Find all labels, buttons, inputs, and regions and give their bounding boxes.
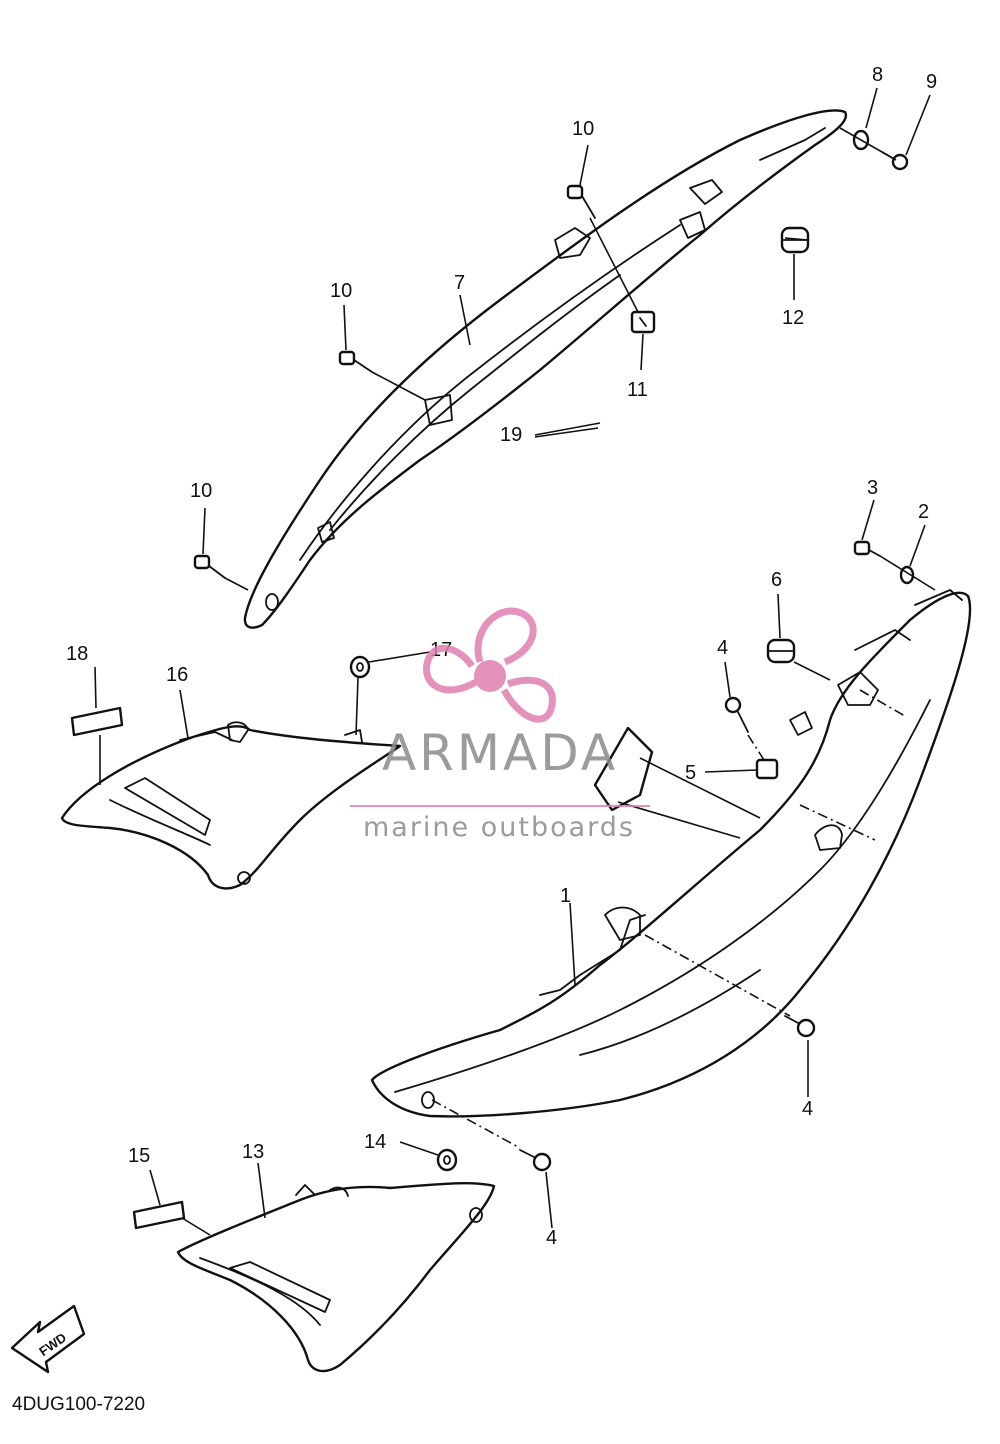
callout-4-lower: 4 bbox=[546, 1227, 557, 1249]
callout-2: 2 bbox=[918, 501, 929, 523]
pad-15[interactable] bbox=[132, 1200, 186, 1230]
callout-9: 9 bbox=[926, 71, 937, 93]
leader-lines bbox=[94, 87, 936, 1236]
bolt-10-middle[interactable] bbox=[338, 350, 373, 373]
callout-8: 8 bbox=[872, 64, 883, 86]
callout-10-middle: 10 bbox=[330, 280, 352, 302]
grommet-14[interactable] bbox=[436, 1148, 458, 1172]
callout-10-top: 10 bbox=[572, 118, 594, 140]
callout-19: 19 bbox=[500, 424, 522, 446]
bolt-4-lower[interactable] bbox=[519, 1149, 552, 1172]
part-1-side-cover[interactable] bbox=[370, 589, 972, 1118]
part-7-tail-rail[interactable] bbox=[243, 109, 848, 629]
part-13-side-panel[interactable] bbox=[176, 1181, 496, 1373]
propeller-logo-icon bbox=[423, 607, 556, 723]
callout-18: 18 bbox=[66, 643, 88, 665]
center-lines bbox=[431, 689, 906, 1149]
callout-4-upper: 4 bbox=[717, 637, 728, 659]
part-16-side-panel[interactable] bbox=[60, 721, 402, 890]
callout-4-right: 4 bbox=[802, 1098, 813, 1120]
callout-6: 6 bbox=[771, 569, 782, 591]
callout-3: 3 bbox=[867, 477, 878, 499]
grommet-17[interactable] bbox=[349, 655, 371, 679]
callout-1: 1 bbox=[560, 885, 571, 907]
callout-10-bottom: 10 bbox=[190, 480, 212, 502]
callout-11: 11 bbox=[627, 379, 648, 401]
callout-7: 7 bbox=[454, 272, 465, 294]
callout-labels: 8 9 10 7 10 12 11 10 3 2 6 4 17 18 16 5 … bbox=[66, 64, 937, 1249]
callout-5: 5 bbox=[685, 762, 696, 784]
diagram-code: 4DUG100-7220 bbox=[12, 1394, 145, 1415]
clip-nut-5[interactable] bbox=[755, 758, 779, 780]
grommet-6[interactable] bbox=[766, 638, 796, 664]
forward-arrow-icon: FWD bbox=[10, 1304, 86, 1374]
bolt-3[interactable] bbox=[853, 540, 881, 557]
callout-13: 13 bbox=[242, 1141, 264, 1163]
armada-watermark: ARMADA marine outboards bbox=[350, 607, 650, 843]
pad-18[interactable] bbox=[70, 706, 124, 737]
clip-nut-11[interactable] bbox=[630, 310, 656, 334]
callout-15: 15 bbox=[128, 1145, 150, 1167]
callout-16: 16 bbox=[166, 664, 188, 686]
bolt-10-bottom[interactable] bbox=[193, 554, 226, 579]
bolt-10-top[interactable] bbox=[566, 184, 596, 219]
bolt-4-right[interactable] bbox=[784, 1015, 816, 1038]
bolt-4-upper[interactable] bbox=[724, 696, 749, 733]
watermark-tagline: marine outboards bbox=[363, 812, 635, 843]
watermark-brand: ARMADA bbox=[382, 724, 618, 782]
callout-12: 12 bbox=[782, 307, 804, 329]
callout-14: 14 bbox=[364, 1131, 386, 1153]
